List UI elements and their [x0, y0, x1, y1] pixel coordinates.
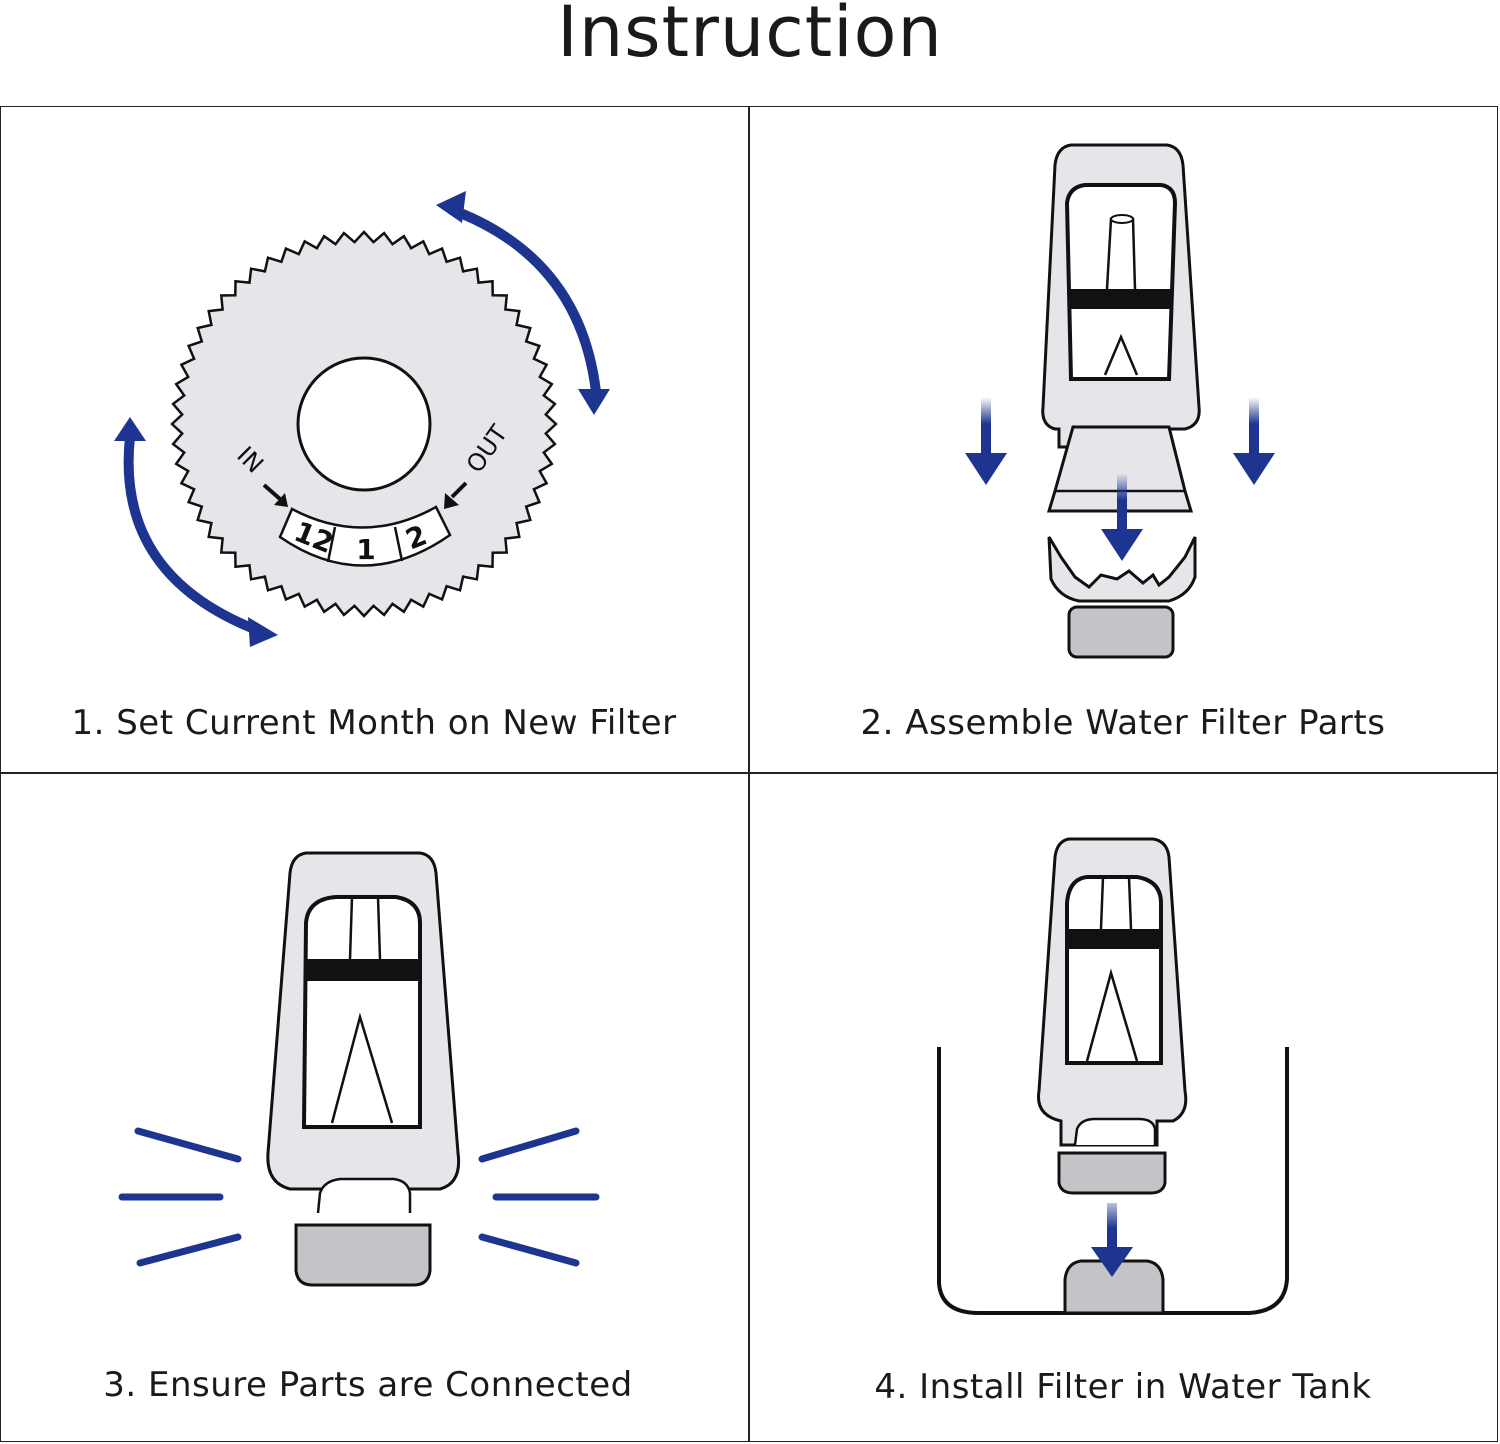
step-1-illustration: 12 1 2 IN OUT: [114, 191, 610, 647]
grid-vertical-divider: [748, 106, 750, 1442]
step-3-caption: 3. Ensure Parts are Connected: [103, 1365, 633, 1405]
emphasis-line: [136, 1233, 242, 1267]
emphasis-line: [478, 1127, 580, 1163]
down-arrow-right-icon: [1233, 453, 1275, 485]
filter-base-bottom: [1067, 605, 1175, 659]
in-arrow-icon: [262, 483, 282, 501]
step-3-illustration: [118, 851, 600, 1287]
tank-socket: [1063, 1259, 1165, 1315]
step-2-panel: 2. Assemble Water Filter Parts: [749, 107, 1498, 772]
rotate-arrow-bottom-icon: [123, 436, 264, 637]
step-3-panel: 3. Ensure Parts are Connected: [0, 773, 748, 1441]
down-arrow-icon: [1091, 1247, 1133, 1277]
filter-base-cap: [1047, 536, 1197, 603]
filter-window: [1065, 875, 1163, 1065]
filter-base-bottom: [1057, 1151, 1167, 1195]
step-1-panel: 12 1 2 IN OUT 1. Set Current Month on Ne…: [0, 107, 748, 772]
filter-base-bottom: [294, 1223, 432, 1287]
step-4-illustration: [937, 837, 1289, 1315]
down-arrow-center-icon: [1101, 529, 1143, 561]
emphasis-line: [478, 1233, 580, 1267]
filter-window: [301, 895, 422, 1129]
page-title: Instruction: [557, 0, 943, 73]
step-2-caption: 2. Assemble Water Filter Parts: [860, 703, 1386, 743]
out-arrow-icon: [450, 481, 468, 499]
filter-window: [1064, 183, 1178, 381]
month-label-1: 1: [356, 533, 375, 566]
grid-horizontal-divider: [0, 772, 1498, 774]
step-2-illustration: [965, 143, 1275, 659]
emphasis-line: [134, 1127, 242, 1163]
month-window: [278, 505, 452, 567]
step-4-caption: 4. Install Filter in Water Tank: [874, 1367, 1372, 1407]
rotate-arrow-top-icon: [448, 204, 601, 393]
down-arrow-left-icon: [965, 453, 1007, 485]
dial-center-hole: [296, 356, 432, 492]
step-4-panel: 4. Install Filter in Water Tank: [749, 773, 1498, 1441]
step-1-caption: 1. Set Current Month on New Filter: [71, 703, 677, 743]
